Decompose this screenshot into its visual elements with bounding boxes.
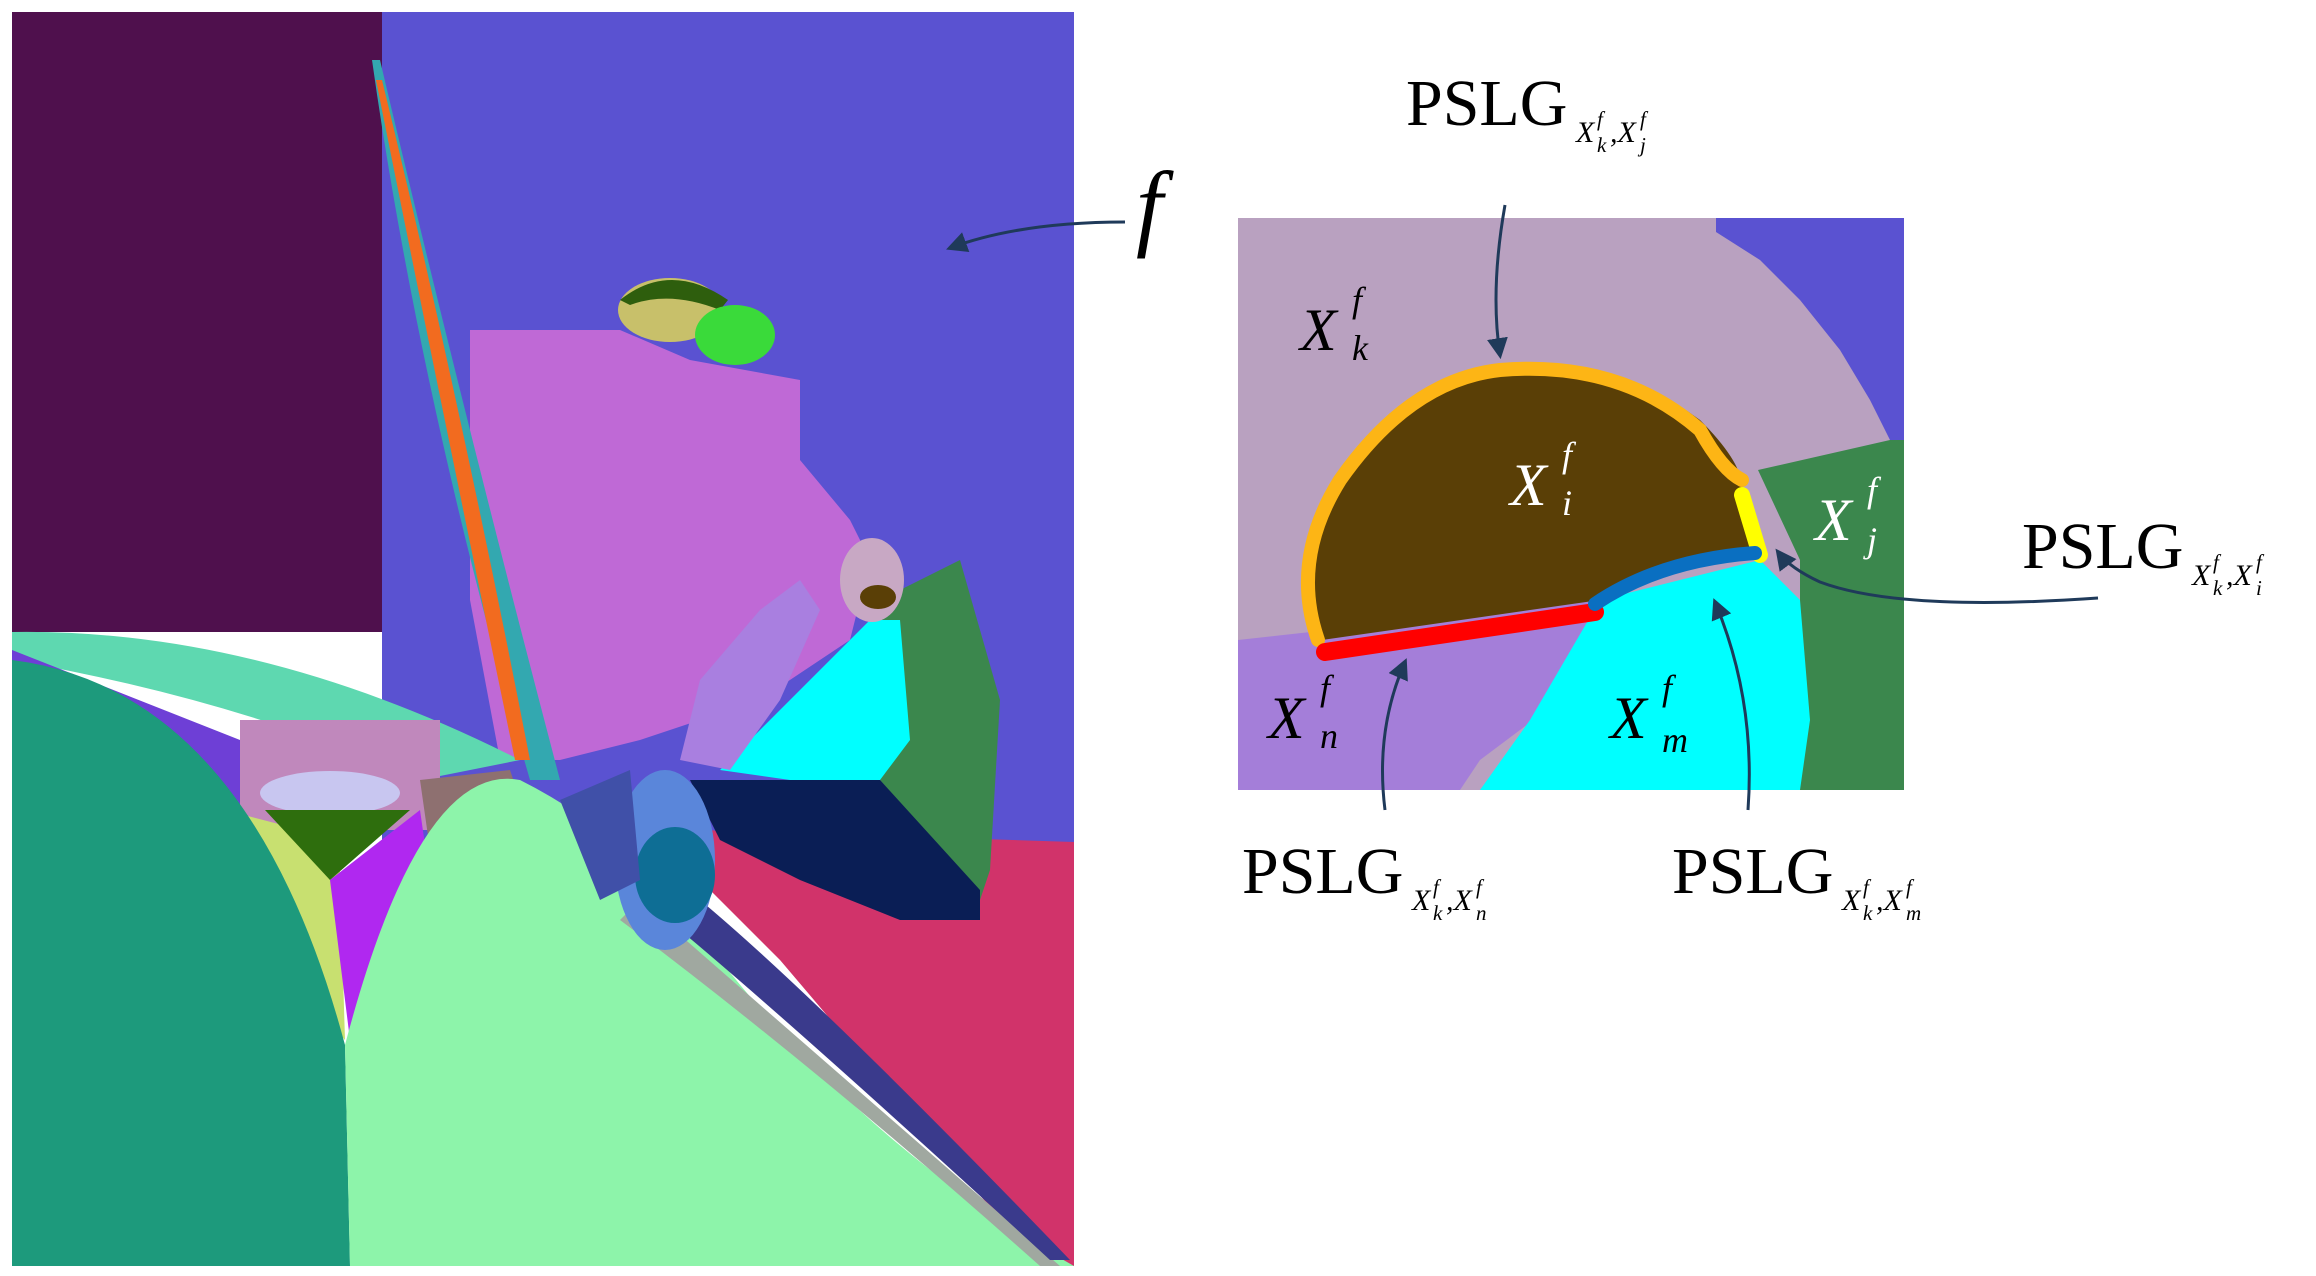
svg-text:j: j (1863, 520, 1877, 560)
svg-text:k: k (2213, 576, 2223, 600)
svg-text:n: n (1320, 716, 1338, 756)
svg-text:f: f (2256, 550, 2265, 574)
region-gray-strip (620, 900, 1060, 1266)
callout-arrow-left (1381, 658, 1408, 811)
segmentation-map (12, 12, 1074, 1266)
callout-left: PSLG X f k ,X f n (1242, 835, 1487, 925)
field-label: f (1136, 152, 1174, 259)
region-orange-strip (376, 80, 530, 760)
svg-text:k: k (1597, 133, 1607, 157)
svg-text:f: f (1597, 107, 1606, 131)
inset-region-blue (1716, 218, 1904, 440)
callout-arrow-bottom (1711, 598, 1751, 811)
region-pinkgray-small (840, 538, 904, 622)
svg-text:f: f (1433, 875, 1442, 899)
svg-text:f: f (1863, 875, 1872, 899)
inset-map (1238, 218, 1904, 790)
callout-arrow-top (1487, 204, 1508, 360)
inset-region-j (1758, 440, 1904, 790)
svg-text:X: X (1575, 116, 1596, 149)
svg-text:,X: ,X (1876, 884, 1904, 917)
region-vivid-purple (330, 810, 430, 1040)
svg-text:m: m (1662, 720, 1688, 760)
callout-bottom: PSLG X f k ,X f m (1672, 835, 1921, 925)
svg-text:X: X (1298, 297, 1339, 363)
svg-text:f: f (1906, 875, 1915, 899)
region-darkgreen-top (620, 280, 728, 310)
region-dark-purple (12, 12, 382, 632)
svg-text:f: f (1640, 107, 1649, 131)
svg-text:X: X (1508, 452, 1549, 518)
label-region-k: X f k (1298, 280, 1369, 368)
svg-text:m: m (1906, 901, 1921, 925)
svg-text:X: X (1411, 884, 1432, 917)
svg-text:,X: ,X (1446, 884, 1474, 917)
svg-text:j: j (1637, 133, 1646, 157)
svg-text:i: i (1562, 483, 1572, 523)
region-cyan (720, 620, 910, 780)
svg-text:PSLG: PSLG (1406, 67, 1567, 140)
svg-text:k: k (1352, 328, 1369, 368)
label-region-i: X f i (1508, 435, 1577, 523)
edge-im (1588, 546, 1762, 611)
svg-text:f: f (1476, 875, 1485, 899)
region-steel-blue (560, 770, 640, 900)
region-teal-large (12, 660, 350, 1266)
region-blue-blob-inner (635, 827, 715, 923)
svg-text:X: X (1608, 685, 1649, 751)
region-navy (690, 780, 980, 920)
edge-ki (1300, 361, 1749, 647)
region-crimson (700, 830, 1074, 1266)
callout-right: PSLG X f k ,X f i (2022, 510, 2265, 600)
svg-text:n: n (1476, 901, 1487, 925)
edge-ij (1734, 487, 1768, 563)
svg-text:,X: ,X (1610, 116, 1638, 149)
region-violet-center (680, 580, 820, 770)
region-green-small (265, 810, 410, 880)
callout-top: PSLG X f k ,X f j (1406, 67, 1649, 157)
svg-text:X: X (1841, 884, 1862, 917)
svg-text:X: X (1813, 487, 1854, 553)
region-lavender-ellipse (260, 771, 400, 815)
svg-text:f: f (2213, 550, 2222, 574)
callout-arrow-right (1775, 548, 2099, 604)
svg-text:X: X (2191, 559, 2212, 592)
svg-text:k: k (1863, 901, 1873, 925)
svg-text:,X: ,X (2226, 559, 2254, 592)
svg-text:X: X (1266, 685, 1307, 751)
svg-text:PSLG: PSLG (1672, 835, 1833, 908)
region-navy-strip (680, 900, 1070, 1260)
region-light-green-large (345, 778, 1074, 1266)
field-arrow (946, 220, 1126, 252)
region-green-top (695, 305, 775, 365)
svg-text:i: i (2256, 576, 2262, 600)
edge-in (1316, 603, 1604, 661)
svg-text:PSLG: PSLG (1242, 835, 1403, 908)
label-region-m: X f m (1608, 668, 1688, 760)
svg-text:k: k (1433, 901, 1443, 925)
region-brown-small (860, 585, 896, 609)
svg-text:PSLG: PSLG (2022, 510, 2183, 583)
